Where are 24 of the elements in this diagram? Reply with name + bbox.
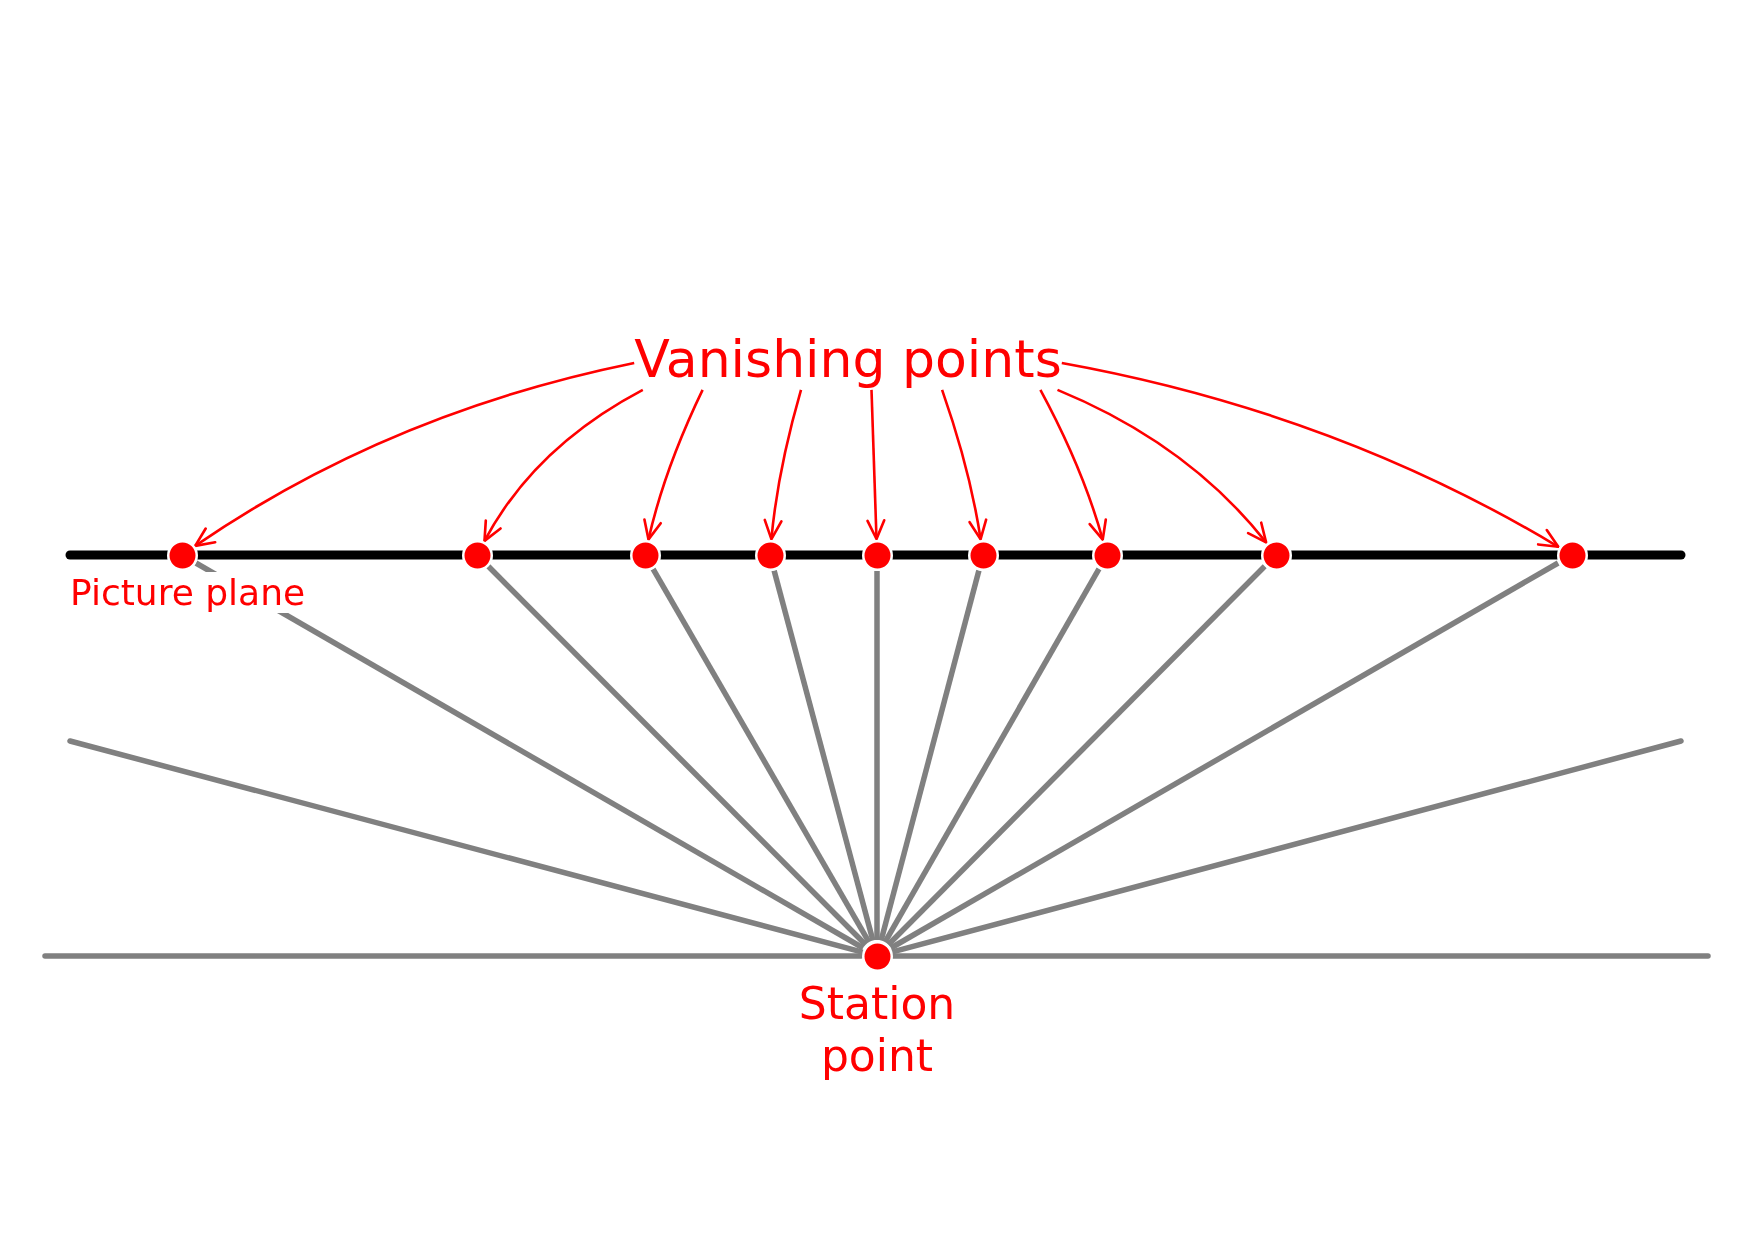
construction-line [874, 571, 880, 940]
arrow [483, 388, 644, 543]
arrow [1061, 361, 1560, 549]
construction-line [886, 564, 1267, 947]
arrow [763, 389, 803, 541]
arrow [1057, 388, 1268, 544]
arrow [193, 361, 635, 548]
construction-line [486, 564, 868, 947]
point-label: Station point [798, 977, 956, 1084]
construction-line [42, 953, 864, 959]
construction-line [878, 569, 982, 942]
arrow [866, 389, 886, 541]
construction-line [889, 560, 1560, 951]
plane-label: Picture plane [70, 572, 306, 614]
arrow [643, 389, 704, 541]
callout-text: Vanishing points [634, 330, 1062, 390]
construction-line [890, 953, 1711, 959]
construction-line [882, 567, 1102, 944]
construction-line [67, 738, 865, 955]
construction-line [650, 567, 872, 944]
construction-line [194, 560, 865, 951]
construction-line [771, 569, 876, 942]
arrow [940, 389, 988, 541]
arrow [1039, 389, 1107, 541]
